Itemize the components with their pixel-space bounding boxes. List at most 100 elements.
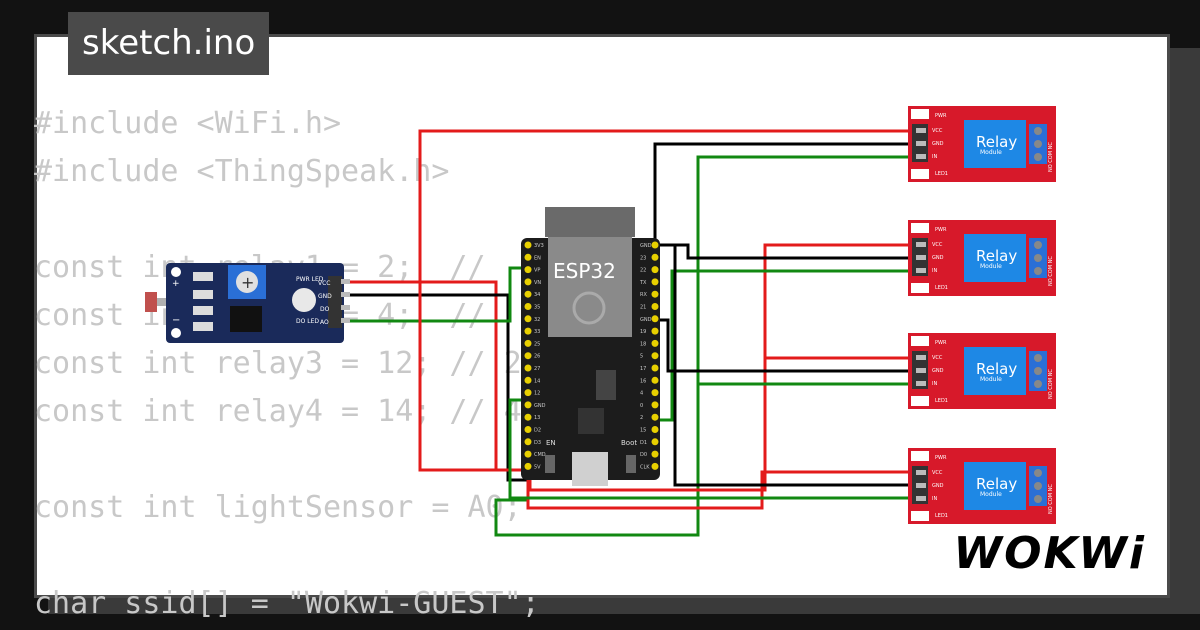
- esp32-pin[interactable]: [651, 241, 659, 249]
- relay-led-label: LED1: [935, 171, 948, 177]
- esp32-pin[interactable]: [524, 290, 532, 298]
- esp32-pin[interactable]: [651, 389, 659, 397]
- esp32-pin[interactable]: [651, 413, 659, 421]
- esp32-pin[interactable]: [651, 253, 659, 261]
- relay-pin[interactable]: [916, 141, 926, 146]
- esp32-pin[interactable]: [651, 438, 659, 446]
- esp32-pin-label: GND: [640, 317, 652, 323]
- relay-terminal-screw[interactable]: [1034, 354, 1042, 362]
- code-line: const int lightSensor = A0;: [34, 490, 522, 525]
- esp32-pin-label: 0: [640, 403, 643, 409]
- relay-pin[interactable]: [916, 355, 926, 360]
- relay-pin[interactable]: [916, 496, 926, 501]
- esp32-pin[interactable]: [651, 401, 659, 409]
- relay-title: Relay: [976, 360, 1017, 378]
- svg-text:−: −: [172, 315, 180, 326]
- esp32-pin[interactable]: [651, 278, 659, 286]
- relay-terminal-screw[interactable]: [1034, 267, 1042, 275]
- relay-terminal-screw[interactable]: [1034, 495, 1042, 503]
- wire-relay1-gnd: [653, 142, 916, 245]
- esp32-pin[interactable]: [524, 426, 532, 433]
- esp32-pin[interactable]: [651, 266, 659, 274]
- esp32-pin[interactable]: [524, 389, 532, 397]
- relay-terminal-screw[interactable]: [1034, 127, 1042, 135]
- esp32-pin[interactable]: [524, 352, 532, 360]
- relay-terminal-screw[interactable]: [1034, 482, 1042, 490]
- esp32-pin[interactable]: [524, 339, 532, 347]
- esp32-pin[interactable]: [524, 315, 532, 323]
- relay-terminal-screw[interactable]: [1034, 153, 1042, 161]
- esp32-pin-label: 15: [640, 428, 646, 434]
- esp32-pin[interactable]: [524, 241, 532, 249]
- relay-terminal-labels: NO COM NC: [1048, 142, 1054, 172]
- esp32-pin-label: 13: [534, 415, 540, 421]
- esp32-left-header: 3V3ENVPVN343532332526271412GND13D2D3CMD5…: [524, 241, 546, 470]
- esp32-pin[interactable]: [651, 315, 659, 323]
- esp32-pin[interactable]: [651, 290, 659, 298]
- relay-pin[interactable]: [916, 470, 926, 475]
- esp32-pin-label: 4: [640, 391, 643, 397]
- relay-terminal-screw[interactable]: [1034, 380, 1042, 388]
- relay-terminal-screw[interactable]: [1034, 140, 1042, 148]
- boot-button: [626, 455, 636, 473]
- esp32-pin[interactable]: [524, 462, 532, 470]
- code-line: const int relay4 = 14; // 4: [34, 394, 522, 429]
- esp32-pin[interactable]: [651, 364, 659, 372]
- relay-pin[interactable]: [916, 154, 926, 159]
- relay-terminal-screw[interactable]: [1034, 241, 1042, 249]
- relay-terminal-screw[interactable]: [1034, 367, 1042, 375]
- relay-pin-gnd: GND: [932, 141, 944, 147]
- svg-text:PWR LED: PWR LED: [296, 276, 324, 283]
- esp32-pin[interactable]: [524, 376, 532, 384]
- ldr-photoresistor: [145, 292, 157, 312]
- esp32-pin[interactable]: [524, 266, 532, 274]
- relay-subtitle: Module: [980, 263, 1002, 270]
- relay-pin-vcc: VCC: [932, 355, 943, 361]
- esp32-pin[interactable]: [524, 450, 532, 458]
- wire-relay2-in: [655, 269, 916, 422]
- relay-title: Relay: [976, 247, 1017, 265]
- relay-pin-gnd: GND: [932, 368, 944, 374]
- esp32-pin[interactable]: [524, 327, 532, 335]
- esp32-pin-label: TX: [639, 280, 647, 286]
- wire-relay2-vcc: [528, 243, 916, 492]
- relay-pin[interactable]: [916, 368, 926, 373]
- esp32-pin[interactable]: [651, 462, 659, 470]
- esp32-pin[interactable]: [651, 376, 659, 384]
- wire-relay4-vcc: [526, 470, 916, 510]
- relay-subtitle: Module: [980, 491, 1002, 498]
- relay-pin[interactable]: [916, 483, 926, 488]
- esp32-pin-label: 5: [640, 354, 643, 360]
- relay-led-label: LED1: [935, 285, 948, 291]
- esp32-pin[interactable]: [651, 352, 659, 360]
- esp32-pin[interactable]: [524, 278, 532, 286]
- relay-terminal-screw[interactable]: [1034, 254, 1042, 262]
- esp32-pin[interactable]: [524, 438, 532, 446]
- esp32-pin-label: 25: [534, 341, 540, 347]
- relay-pin[interactable]: [916, 128, 926, 133]
- relay-pin[interactable]: [916, 381, 926, 386]
- esp32-pin[interactable]: [524, 253, 532, 261]
- sensor-pin-gnd: GND: [318, 293, 332, 300]
- relay-pin[interactable]: [916, 255, 926, 260]
- esp32-pin[interactable]: [524, 401, 532, 409]
- esp32-pin[interactable]: [651, 450, 659, 458]
- file-tab[interactable]: sketch.ino: [68, 12, 270, 75]
- esp32-shield: [548, 237, 632, 337]
- esp32-pin[interactable]: [651, 426, 659, 433]
- esp32-pin[interactable]: [524, 303, 532, 310]
- esp32-pin[interactable]: [524, 364, 532, 372]
- relay-terminal-screw[interactable]: [1034, 469, 1042, 477]
- svg-text:EN: EN: [546, 439, 556, 447]
- esp32-pin[interactable]: [651, 327, 659, 335]
- relay-pin[interactable]: [916, 242, 926, 247]
- esp32-pin[interactable]: [651, 303, 659, 310]
- relay-pin-in: IN: [932, 381, 937, 387]
- relay-coil: [964, 234, 1026, 282]
- esp32-pin-label: GND: [640, 243, 652, 249]
- relay-pwr-label: PWR: [935, 455, 947, 461]
- relay-pin-in: IN: [932, 268, 937, 274]
- esp32-pin[interactable]: [524, 413, 532, 421]
- esp32-pin[interactable]: [651, 339, 659, 347]
- relay-pin[interactable]: [916, 268, 926, 273]
